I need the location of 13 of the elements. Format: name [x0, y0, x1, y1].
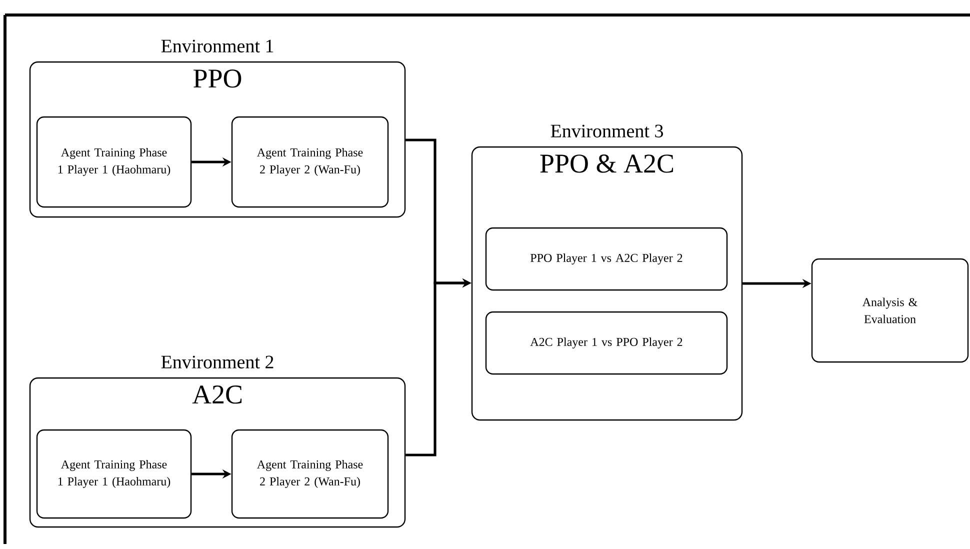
- panel-heading: Environment 1: [161, 40, 274, 52]
- process-box: Agent Training Phase 1 Player 1 (Haohmaru): [36, 429, 192, 519]
- process-box: Agent Training Phase 2 Player 2 (Wan-Fu): [231, 116, 389, 208]
- process-box: Analysis & Evaluation: [811, 258, 969, 363]
- process-box: A2C Player 1 vs PPO Player 2: [485, 311, 728, 375]
- process-box: PPO Player 1 vs A2C Player 2: [485, 227, 728, 291]
- panel-title: A2C: [192, 386, 242, 404]
- panel-title: PPO & A2C: [540, 154, 674, 173]
- panel-title: PPO: [194, 70, 242, 88]
- process-box: Agent Training Phase 2 Player 2 (Wan-Fu): [231, 429, 389, 519]
- panel-heading: Environment 2: [161, 356, 274, 368]
- panel-heading: Environment 3: [550, 124, 663, 138]
- process-box: Agent Training Phase 1 Player 1 (Haohmaru): [36, 116, 192, 208]
